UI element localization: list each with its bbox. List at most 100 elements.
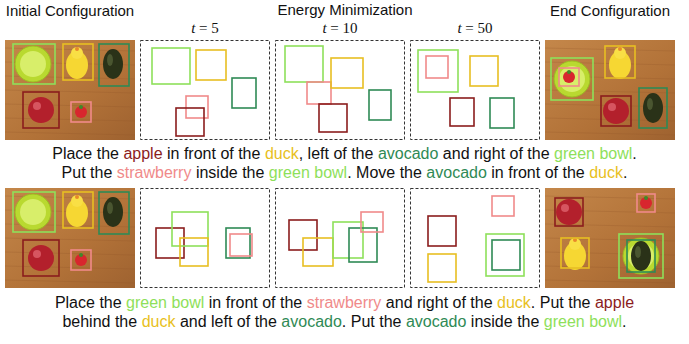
avocado-object (103, 197, 123, 227)
bounding-box (63, 44, 93, 80)
object-word: apple (595, 294, 634, 311)
wood-grain (5, 280, 135, 283)
bounding-box (331, 58, 363, 88)
wood-grain (5, 266, 135, 269)
word-space (550, 145, 554, 162)
wood-grain (545, 48, 675, 51)
word: right (474, 145, 505, 162)
object-word: bowl (314, 164, 347, 181)
word: in (167, 145, 179, 162)
bounding-box (307, 82, 331, 104)
word: the (97, 145, 119, 162)
word: Move (356, 164, 395, 181)
bounding-box (23, 240, 59, 276)
object-word: bowl (589, 313, 622, 330)
bounding-box (470, 56, 498, 86)
punctuation: . (347, 164, 351, 181)
variable: t (322, 20, 326, 36)
avocado-object (103, 49, 123, 79)
word: the (527, 145, 549, 162)
word-space (329, 145, 333, 162)
object-word: bowl (599, 145, 632, 162)
time-step-label: t = 5 (140, 19, 270, 37)
apple-shine (561, 204, 569, 212)
word: the (280, 294, 302, 311)
word-space (86, 164, 90, 181)
avocado-object (631, 241, 651, 271)
object-word: green (269, 164, 310, 181)
bowl-object (15, 194, 51, 230)
object-word: apple (123, 145, 162, 162)
bounding-box (232, 78, 256, 108)
apple-shine (33, 250, 41, 258)
energy-panel (411, 189, 540, 288)
punctuation: . (622, 313, 626, 330)
word-space (505, 145, 509, 162)
object-word: avocado (281, 313, 342, 330)
word: in (209, 294, 221, 311)
object-word: duck (265, 145, 299, 162)
wood-table (5, 40, 135, 140)
word: the (379, 313, 401, 330)
word: Place (55, 294, 95, 311)
wood-grain (5, 104, 135, 107)
bounding-box (561, 238, 589, 268)
word: inside (471, 313, 513, 330)
word-space (493, 294, 497, 311)
word: the (90, 164, 112, 181)
duck-object (66, 195, 88, 227)
word-space (122, 294, 126, 311)
avocado-object (643, 93, 663, 123)
energy-panel (141, 41, 270, 140)
wood-grain (5, 252, 135, 255)
word: of (237, 313, 250, 330)
strawberry-body (75, 106, 87, 118)
word-space (590, 294, 594, 311)
word-space (179, 145, 183, 162)
bounding-box (361, 212, 383, 232)
word: the (351, 145, 373, 162)
word-space (513, 313, 517, 330)
variable: t (191, 20, 195, 36)
word-space (221, 294, 225, 311)
wood-table (5, 188, 135, 288)
bowl-object (554, 61, 590, 97)
bounding-box (319, 104, 347, 132)
section-heading: Energy Minimization (200, 1, 490, 19)
word-space (167, 294, 171, 311)
wood-grain (545, 132, 675, 135)
word-space (422, 164, 426, 181)
word: left (308, 145, 329, 162)
bounding-box (559, 68, 579, 86)
word-space (346, 313, 350, 330)
strawberry-body (563, 71, 575, 83)
word-space (264, 164, 268, 181)
apple-shine (33, 102, 41, 110)
word: the (255, 313, 277, 330)
word-space (163, 145, 167, 162)
instruction-caption: Place the apple in front of the duck, le… (0, 144, 689, 182)
bounding-box (23, 92, 59, 128)
object-word: green (544, 313, 585, 330)
bounding-box (490, 98, 514, 128)
photo-panel (5, 188, 135, 288)
apple-shine (608, 103, 616, 111)
word-space (303, 145, 307, 162)
avocado-shine (647, 98, 653, 110)
punctuation: . (342, 313, 346, 330)
bounding-box (180, 238, 208, 266)
bounding-box (627, 240, 655, 272)
dashed-frame (276, 41, 405, 140)
bowl-rim (554, 61, 590, 97)
bounding-box (418, 50, 458, 92)
word-space (95, 294, 99, 311)
energy-panel (411, 41, 540, 140)
word-space (302, 294, 306, 311)
word-space (207, 313, 211, 330)
wood-grain (545, 280, 675, 283)
avocado-body (643, 93, 663, 123)
photo-panel (545, 188, 675, 288)
punctuation: . (531, 294, 535, 311)
bounding-box (176, 108, 204, 136)
word: the (115, 313, 137, 330)
